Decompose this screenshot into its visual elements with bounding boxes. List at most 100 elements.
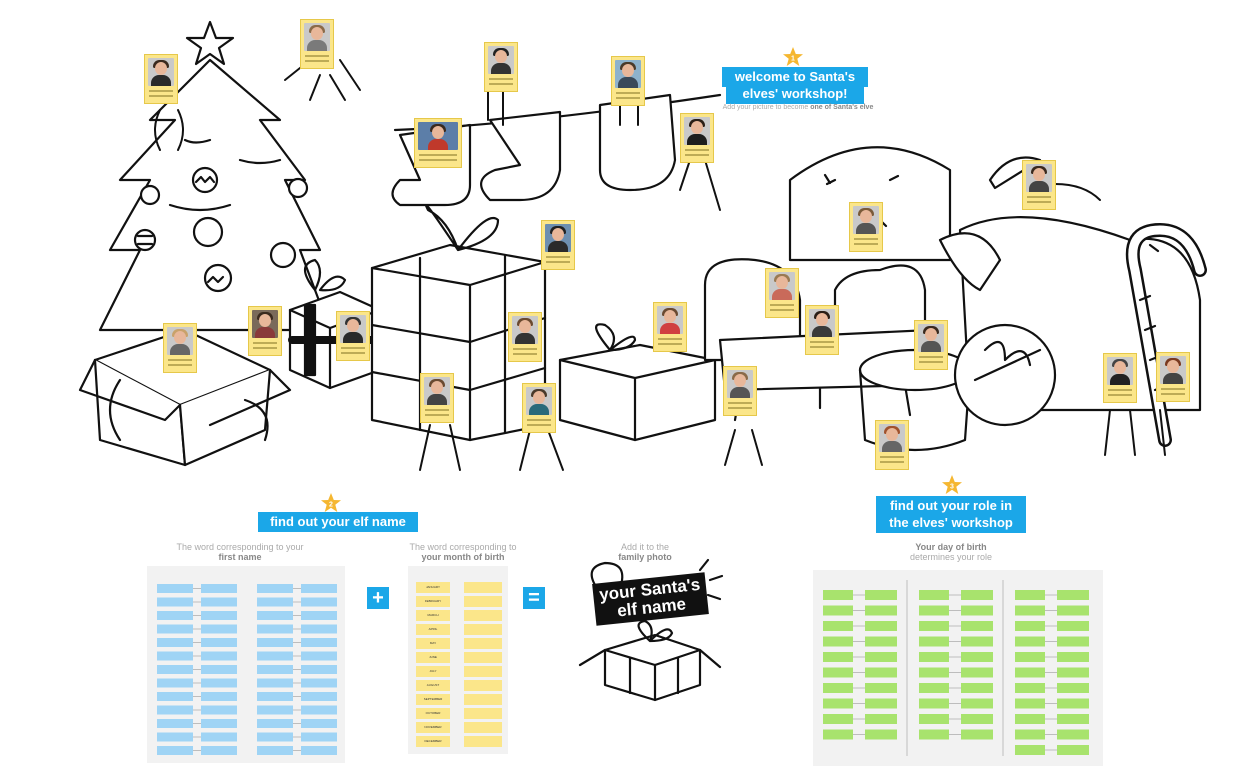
letter-cell bbox=[157, 746, 193, 755]
day-cell bbox=[919, 605, 949, 616]
role-title-line1: find out your role in bbox=[889, 498, 1013, 513]
letter-cell bbox=[257, 624, 293, 634]
word-cell bbox=[201, 584, 237, 593]
day-cell bbox=[919, 698, 949, 709]
welcome-subtitle: Add your picture to become one of Santa'… bbox=[722, 104, 874, 111]
role-cell bbox=[961, 667, 993, 678]
role-cell bbox=[961, 621, 993, 631]
first-name-table bbox=[147, 566, 345, 763]
letter-cell bbox=[257, 678, 293, 688]
day-cell bbox=[919, 683, 949, 693]
workshop-illustration bbox=[78, 20, 1207, 471]
day-cell bbox=[919, 729, 949, 740]
equals-sign: = bbox=[523, 587, 545, 609]
day-cell bbox=[823, 636, 853, 647]
elf-photo-card bbox=[144, 54, 178, 104]
month-cell: AUGUST bbox=[416, 680, 450, 691]
elf-photo-card bbox=[849, 202, 883, 252]
word-cell bbox=[201, 611, 237, 620]
day-cell bbox=[1015, 714, 1045, 724]
letter-cell bbox=[157, 584, 193, 593]
role-cell bbox=[1057, 683, 1089, 693]
role-cell bbox=[865, 714, 897, 724]
month-word-cell bbox=[464, 652, 502, 663]
elf-photo-card bbox=[414, 118, 462, 168]
word-cell bbox=[301, 597, 337, 607]
christmas-tree bbox=[98, 20, 332, 332]
small-gift-box bbox=[558, 323, 717, 442]
day-cell bbox=[1015, 636, 1045, 647]
month-cell: APRIL bbox=[416, 624, 450, 635]
elf-photo-card bbox=[1103, 353, 1137, 403]
elf-photo-card bbox=[611, 56, 645, 106]
role-cell bbox=[865, 698, 897, 709]
letter-cell bbox=[157, 705, 193, 715]
letter-cell bbox=[157, 719, 193, 728]
role-cell bbox=[865, 605, 897, 616]
elf-photo-card bbox=[336, 311, 370, 361]
day-cell bbox=[823, 652, 853, 662]
role-cell bbox=[961, 652, 993, 662]
step-3-star-icon: 3 bbox=[942, 475, 962, 494]
month-cell: FEBRUARY bbox=[416, 596, 450, 607]
month-cell: NOVEMBER bbox=[416, 722, 450, 733]
welcome-banner-line2: elves' workshop! bbox=[726, 84, 864, 104]
day-cell bbox=[823, 714, 853, 724]
word-cell bbox=[301, 732, 337, 742]
word-cell bbox=[301, 719, 337, 728]
letter-cell bbox=[157, 692, 193, 701]
elf-photo-card bbox=[680, 113, 714, 163]
month-cell: JUNE bbox=[416, 652, 450, 663]
month-cell: JANUARY bbox=[416, 582, 450, 593]
day-cell bbox=[1015, 683, 1045, 693]
word-cell bbox=[201, 705, 237, 715]
day-cell bbox=[1015, 729, 1045, 740]
step-1-star-icon: 1 bbox=[783, 47, 803, 66]
role-cell bbox=[1057, 729, 1089, 740]
word-cell bbox=[301, 665, 337, 674]
word-cell bbox=[301, 611, 337, 620]
elf-photo-card bbox=[163, 323, 197, 373]
word-cell bbox=[201, 638, 237, 647]
role-title-line2: the elves' workshop bbox=[889, 515, 1013, 530]
elf-photo-card bbox=[248, 306, 282, 356]
elf-photo-card bbox=[420, 373, 454, 423]
day-cell bbox=[1015, 667, 1045, 678]
role-cell bbox=[1057, 698, 1089, 709]
word-cell bbox=[301, 692, 337, 701]
month-word-cell bbox=[464, 694, 502, 705]
first-name-rows bbox=[157, 584, 337, 755]
word-cell bbox=[201, 692, 237, 701]
month-cell: DECEMBER bbox=[416, 736, 450, 747]
role-cell bbox=[865, 636, 897, 647]
elf-photo-card bbox=[723, 366, 757, 416]
letter-cell bbox=[257, 611, 293, 620]
word-cell bbox=[201, 719, 237, 728]
role-cell bbox=[961, 698, 993, 709]
elf-photo-card bbox=[805, 305, 839, 355]
letter-cell bbox=[257, 746, 293, 755]
elf-name-banner: find out your elf name bbox=[258, 512, 418, 532]
day-cell bbox=[1015, 745, 1045, 755]
letter-cell bbox=[157, 678, 193, 688]
role-cell bbox=[865, 652, 897, 662]
letter-cell bbox=[257, 732, 293, 742]
word-cell bbox=[201, 678, 237, 688]
day-cell bbox=[1015, 698, 1045, 709]
elf-photo-card bbox=[765, 268, 799, 318]
role-cell bbox=[1057, 745, 1089, 755]
day-cell bbox=[1015, 652, 1045, 662]
day-cell bbox=[823, 698, 853, 709]
month-word-cell bbox=[464, 736, 502, 747]
elf-photo-card bbox=[1022, 160, 1056, 210]
welcome-title-line2: elves' workshop! bbox=[742, 86, 848, 101]
letter-cell bbox=[257, 651, 293, 661]
day-cell bbox=[919, 621, 949, 631]
role-cell bbox=[1057, 636, 1089, 647]
word-cell bbox=[201, 732, 237, 742]
day-cell bbox=[919, 590, 949, 600]
word-cell bbox=[301, 746, 337, 755]
day-cell bbox=[823, 621, 853, 631]
day-cell bbox=[1015, 590, 1045, 600]
